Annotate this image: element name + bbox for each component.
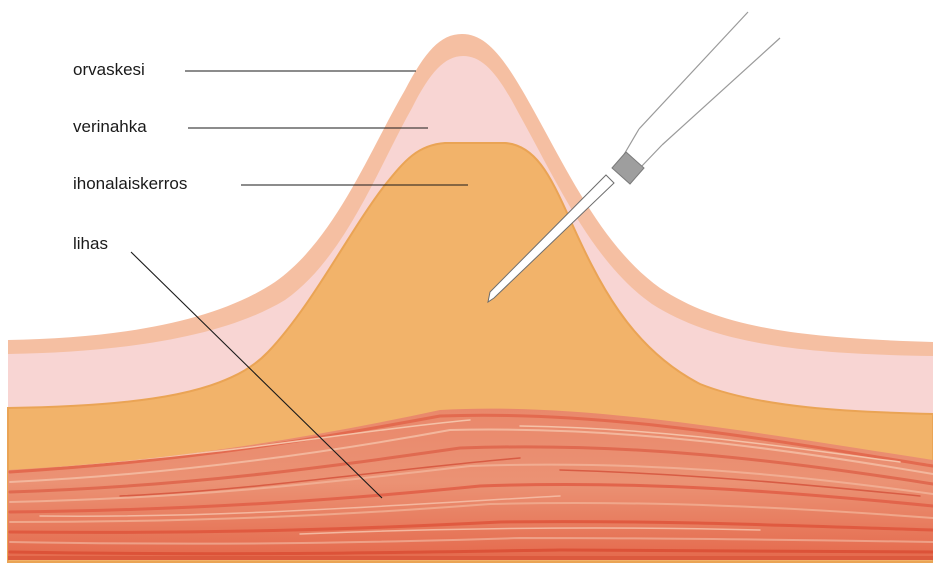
label-muscle: lihas — [73, 234, 108, 254]
label-subcutis: ihonalaiskerros — [73, 174, 187, 194]
label-dermis: verinahka — [73, 117, 147, 137]
label-epidermis: orvaskesi — [73, 60, 145, 80]
needle-hub — [612, 152, 644, 184]
